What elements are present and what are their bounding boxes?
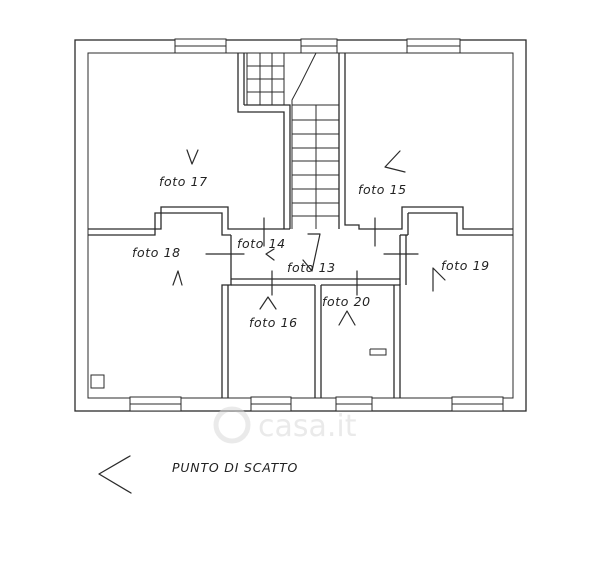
viewpoint-16-icon <box>259 296 277 310</box>
windows <box>129 38 504 412</box>
viewpoint-13-icon <box>302 233 321 272</box>
viewpoint-17-icon <box>186 149 199 165</box>
section-marks <box>205 217 419 296</box>
room-label-13: foto 13 <box>287 260 336 275</box>
viewpoint-15-icon <box>384 150 406 173</box>
viewpoint-20-icon <box>338 310 356 326</box>
room-label-14: foto 14 <box>237 236 286 251</box>
room-label-19: foto 19 <box>441 258 490 273</box>
staircase <box>246 52 340 229</box>
legend-label: PUNTO DI SCATTO <box>172 460 298 475</box>
viewpoint-19-icon <box>432 267 446 292</box>
interior-walls <box>88 53 513 398</box>
viewpoint-14-icon <box>265 248 275 261</box>
viewpoint-18-icon <box>172 270 183 286</box>
room-labels: foto 17 foto 15 foto 18 foto 14 foto 13 … <box>132 174 490 330</box>
camera-viewpoint-icon <box>98 455 132 494</box>
room-label-16: foto 16 <box>249 315 298 330</box>
fixture-square <box>90 374 105 389</box>
room-label-18: foto 18 <box>132 245 181 260</box>
casa-logo-icon <box>213 406 251 444</box>
outer-walls <box>74 39 527 412</box>
room-label-20: foto 20 <box>322 294 371 309</box>
watermark-text: casa.it <box>258 409 357 444</box>
watermark: casa.it <box>213 406 357 444</box>
room-label-15: foto 15 <box>358 182 407 197</box>
legend: PUNTO DI SCATTO <box>98 455 298 494</box>
room-label-17: foto 17 <box>159 174 208 189</box>
viewpoints <box>172 149 446 326</box>
